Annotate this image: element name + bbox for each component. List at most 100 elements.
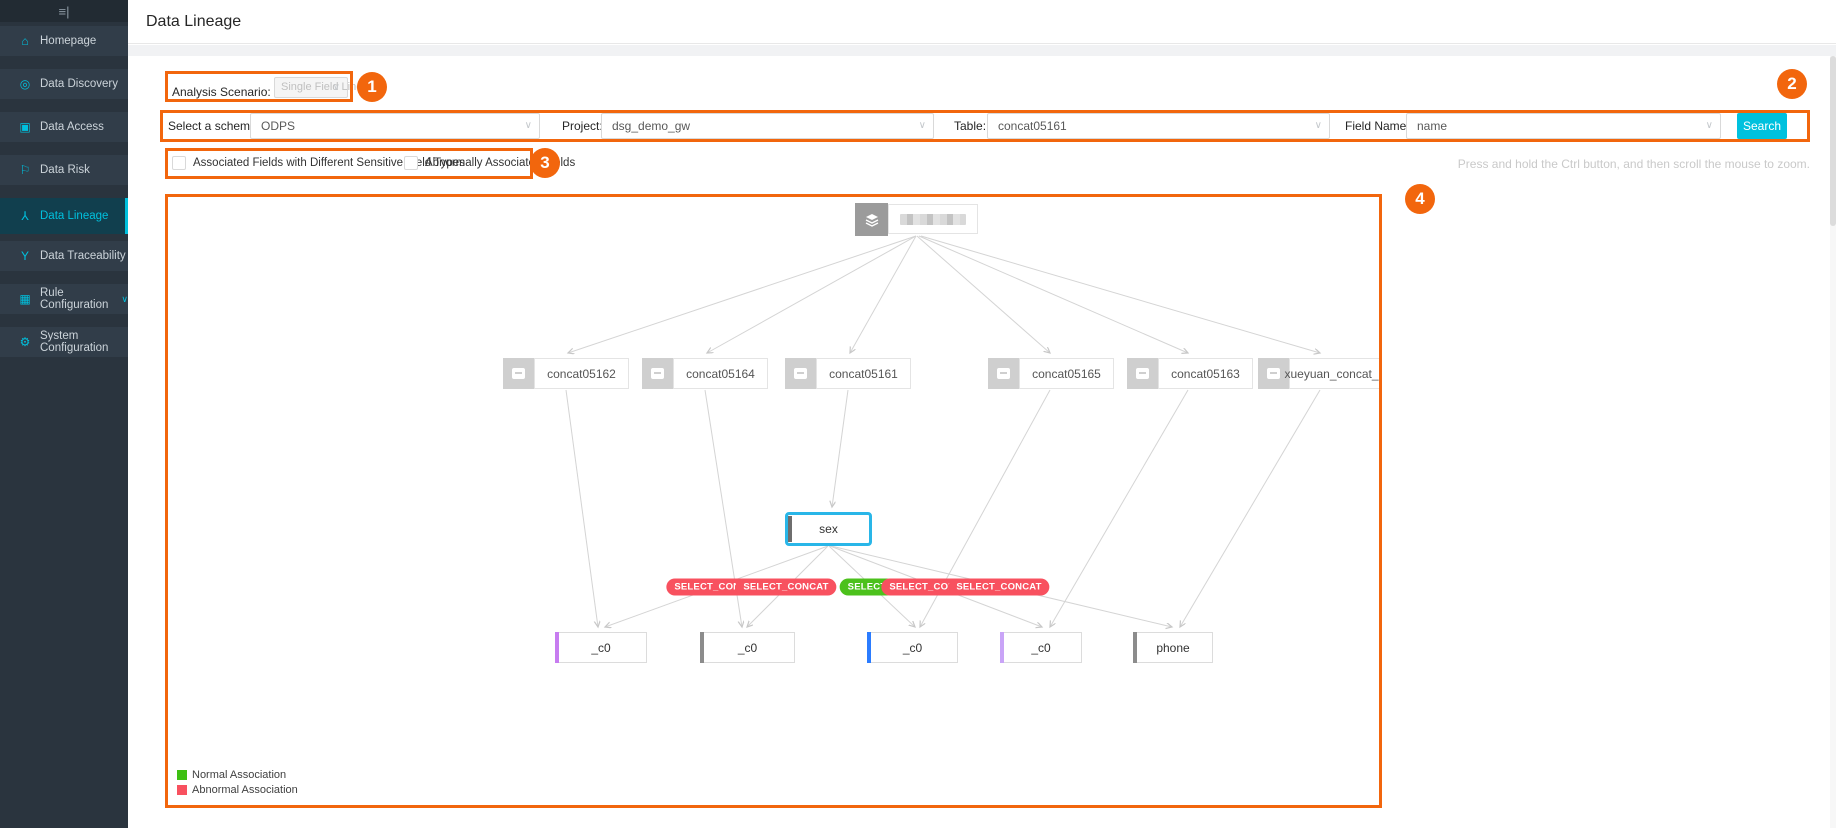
blurred-text [900, 213, 966, 225]
legend-label: Abnormal Association [192, 784, 298, 796]
rules-icon: ▦ [19, 292, 31, 306]
sidebar-menu: ⌂ Homepage ◎ Data Discovery ▣ Data Acces… [0, 22, 128, 357]
home-icon: ⌂ [21, 34, 29, 48]
field-node[interactable]: _c0 [867, 632, 958, 663]
sidebar: ≡| ⌂ Homepage ◎ Data Discovery ▣ Data Ac… [0, 0, 128, 828]
field-node[interactable]: _c0 [1000, 632, 1082, 663]
annotation-badge-1: 1 [357, 72, 387, 102]
selected-field-label: sex [819, 522, 838, 536]
abnormally-associated-checkbox[interactable] [404, 156, 418, 170]
root-project-node[interactable] [855, 203, 978, 236]
field-node[interactable]: _c0 [700, 632, 795, 663]
edge-label-pill: SELECT_CONCAT [735, 578, 837, 596]
legend-label: Normal Association [192, 769, 287, 781]
edge-label-pill: SELECT_CONCAT [948, 578, 1050, 596]
sidebar-item-data-access[interactable]: ▣ Data Access [0, 112, 128, 142]
sidebar-item-system-configuration[interactable]: ⚙ System Configuration [0, 327, 128, 357]
table-node-label: concat05164 [673, 358, 768, 389]
field-type-bar [700, 632, 704, 663]
sidebar-item-data-traceability[interactable]: Y Data Traceability [0, 241, 128, 271]
table-node-label: concat05165 [1019, 358, 1114, 389]
sidebar-item-label: Data Discovery [40, 78, 118, 90]
scrollbar-thumb[interactable] [1830, 56, 1836, 226]
table-node-label: xueyuan_concat_... [1284, 358, 1379, 389]
sensitive-field-types-checkbox-label: Associated Fields with Different Sensiti… [193, 157, 465, 169]
field-node-label: _c0 [1031, 640, 1051, 655]
chevron-down-icon: ∨ [332, 82, 340, 93]
gear-icon: ⚙ [19, 335, 31, 349]
table-node[interactable]: concat05165 [988, 358, 1114, 389]
chevron-down-icon: ∨ [524, 120, 532, 131]
schema-value: ODPS [261, 119, 296, 133]
table-node[interactable]: concat05162 [503, 358, 629, 389]
field-name-select[interactable]: name ∨ [1406, 113, 1721, 139]
legend-red-swatch [177, 785, 187, 795]
table-node[interactable]: xueyuan_concat_... [1258, 358, 1379, 389]
table-icon [1258, 358, 1289, 389]
project-value: dsg_demo_gw [612, 119, 691, 133]
legend-normal-association: Normal Association [177, 769, 286, 781]
sidebar-item-label: Data Access [40, 121, 104, 133]
sidebar-item-data-lineage[interactable]: ⅄ Data Lineage [0, 198, 128, 234]
camera-icon: ◎ [19, 77, 31, 91]
annotation-badge-3: 3 [530, 148, 560, 178]
annotation-badge-4: 4 [1405, 184, 1435, 214]
field-node-label: _c0 [591, 640, 611, 655]
sidebar-item-homepage[interactable]: ⌂ Homepage [0, 26, 128, 56]
collapse-sidebar-icon[interactable]: ≡| [58, 3, 70, 19]
vertical-scrollbar[interactable] [1830, 56, 1836, 828]
sidebar-item-label: Homepage [40, 35, 97, 47]
annotation-badge-2: 2 [1777, 69, 1807, 99]
header-separator [128, 45, 1836, 56]
field-type-bar [788, 516, 792, 542]
edge-label-pill: SELECT [839, 578, 895, 596]
sidebar-item-data-risk[interactable]: ⚐ Data Risk [0, 155, 128, 185]
trace-icon: Y [20, 249, 29, 263]
table-icon [503, 358, 534, 389]
analysis-scenario-select[interactable]: Single Field Lineage ∨ [274, 77, 381, 98]
table-icon [642, 358, 673, 389]
field-node-label: _c0 [737, 640, 758, 655]
table-node[interactable]: concat05164 [642, 358, 768, 389]
project-label: Project: [562, 119, 603, 133]
alarm-icon: ⚐ [19, 163, 31, 177]
table-node-label: concat05163 [1158, 358, 1253, 389]
sidebar-item-rule-configuration[interactable]: ▦ Rule Configuration ∨ [0, 284, 128, 314]
table-node-label: concat05161 [816, 358, 911, 389]
sidebar-item-label: Data Lineage [40, 210, 109, 222]
chevron-down-icon: ∨ [918, 120, 926, 131]
table-node-label: concat05162 [534, 358, 629, 389]
info-square-icon: ▣ [19, 120, 31, 134]
lineage-icon: ⅄ [21, 209, 29, 223]
table-icon [1127, 358, 1158, 389]
layers-icon [855, 203, 888, 236]
table-select[interactable]: concat05161 ∨ [987, 113, 1330, 139]
field-name-label: Field Name: [1345, 119, 1410, 133]
sidebar-item-label: System Configuration [40, 330, 109, 354]
legend-abnormal-association: Abnormal Association [177, 784, 298, 796]
table-icon [785, 358, 816, 389]
field-name-value: name [1417, 119, 1448, 133]
field-node-label: _c0 [902, 640, 923, 655]
analysis-scenario-value: Single Field Lineage [281, 81, 381, 93]
lineage-graph-canvas[interactable]: concat05162 concat05164 concat05161 conc… [165, 194, 1382, 808]
table-icon [988, 358, 1019, 389]
project-select[interactable]: dsg_demo_gw ∨ [601, 113, 934, 139]
selected-field-node[interactable]: sex [785, 512, 872, 546]
field-type-bar [555, 632, 559, 663]
sidebar-item-data-discovery[interactable]: ◎ Data Discovery [0, 69, 128, 99]
sidebar-item-label: Rule Configuration [40, 287, 109, 311]
schema-label: Select a schema [168, 119, 257, 133]
schema-select[interactable]: ODPS ∨ [250, 113, 540, 139]
sensitive-field-types-checkbox[interactable] [172, 156, 186, 170]
table-node[interactable]: concat05163 [1127, 358, 1253, 389]
field-node-label: phone [1156, 640, 1190, 655]
field-node[interactable]: phone [1133, 632, 1213, 663]
sidebar-item-label: Data Traceability [40, 250, 126, 262]
analysis-scenario-label: Analysis Scenario: [172, 85, 271, 99]
search-button[interactable]: Search [1737, 113, 1787, 139]
legend-green-swatch [177, 770, 187, 780]
table-node[interactable]: concat05161 [785, 358, 911, 389]
field-node[interactable]: _c0 [555, 632, 647, 663]
